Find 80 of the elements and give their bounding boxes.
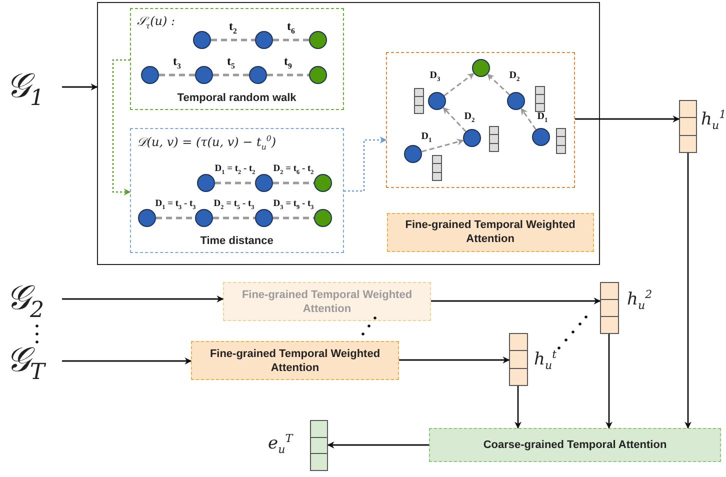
graph-node-circle — [194, 66, 213, 84]
dashed-panel — [386, 52, 575, 188]
graph-node-circle — [428, 92, 446, 110]
graph-symbol: 𝒢$_{T}$ — [6, 340, 62, 384]
arrow — [62, 84, 98, 90]
graph-node-circle — [248, 66, 267, 84]
graph-node-circle — [192, 30, 211, 49]
connector-line — [273, 38, 309, 42]
edge-label: D$_{1}$ — [421, 130, 432, 144]
attention-box: Fine-grained Temporal Weighted Attention — [191, 341, 399, 380]
graph-node-circle — [308, 66, 327, 84]
edge-label: D$_{1}$ = t$_{2}$ - t$_{2}$ — [214, 164, 256, 176]
graph-node-circle — [314, 174, 332, 192]
formula-label: 𝒟(u, v) = (τ(u, v) − t$_{u}$$^{0}$) — [136, 134, 276, 152]
graph-node-circle — [404, 144, 422, 163]
edge-label: D$_{2}$ = t$_{6}$ - t$_{2}$ — [273, 164, 314, 176]
connector-line — [273, 182, 314, 184]
graph-node-circle — [472, 58, 490, 77]
arrow — [684, 153, 692, 429]
dashed-panel — [130, 8, 344, 110]
graph-node-circle — [254, 208, 273, 227]
edge-label: D$_{2}$ — [464, 111, 475, 124]
graph-node-circle — [308, 30, 327, 49]
attention-box: Fine-grained Temporal Weighted Attention — [223, 282, 431, 321]
arrow — [486, 74, 510, 96]
embedding-vector — [679, 100, 697, 153]
graph-node-circle — [196, 174, 215, 192]
arrow — [62, 358, 192, 364]
embedding-vector — [310, 420, 328, 471]
graph-node-circle — [254, 30, 273, 49]
embedding-vector — [509, 333, 528, 386]
module-frame — [97, 2, 600, 265]
connector-line — [159, 74, 195, 76]
graph-node-circle — [140, 66, 159, 84]
arrow — [344, 136, 387, 192]
arrow — [442, 106, 466, 132]
edge-label: t$_{2}$ — [229, 18, 237, 36]
edge-label: t$_{9}$ — [284, 54, 292, 70]
dashed-panel — [130, 128, 344, 253]
graph-node-circle — [138, 208, 156, 227]
arrow — [444, 72, 474, 96]
arrow — [575, 116, 680, 122]
edge-label: t$_{6}$ — [287, 18, 295, 36]
attention-box: Fine-grained Temporal Weighted Attention — [386, 212, 594, 252]
connector-line — [211, 38, 255, 42]
graph-node-circle — [506, 92, 525, 110]
edge-label: D$_{3}$ = t$_{9}$ - t$_{3}$ — [273, 199, 314, 211]
connector-line — [156, 216, 195, 220]
graph-node-circle — [314, 208, 332, 227]
edge-label: t$_{3}$ — [173, 54, 181, 70]
graph-symbol: 𝒢$_{1}$ — [6, 66, 62, 110]
arrow — [112, 59, 131, 196]
edge-label: t$_{5}$ — [227, 54, 235, 70]
connector-line — [213, 216, 255, 220]
arrow — [514, 386, 522, 429]
embedding-vector — [600, 282, 619, 334]
arrow — [399, 356, 510, 364]
connector-line — [273, 216, 314, 220]
edge-label: D$_{1}$ = t$_{3}$ - t$_{3}$ — [155, 199, 196, 211]
arrow — [422, 138, 464, 152]
connector-line — [267, 74, 309, 76]
connector-line — [213, 74, 249, 76]
edge-label: D$_{2}$ — [509, 70, 520, 83]
attention-box: Coarse-grained Temporal Attention — [429, 428, 721, 462]
arrow — [327, 442, 429, 448]
panel-caption: Time distance — [199, 234, 274, 248]
graph-node-circle — [254, 174, 273, 192]
arrow — [431, 298, 601, 304]
formula-label: 𝒮$_{τ}$(u) : — [136, 14, 176, 30]
edge-label: D$_{1}$ — [537, 110, 548, 124]
arrow — [520, 108, 537, 130]
edge-label: D$_{3}$ — [430, 70, 440, 83]
graph-node-circle — [462, 128, 481, 147]
graph-symbol: 𝒢$_{2}$ — [6, 278, 62, 322]
graph-node-circle — [532, 128, 550, 146]
panel-caption: Temporal random walk — [176, 90, 298, 105]
arrow — [62, 296, 224, 302]
edge-label: D$_{2}$ = t$_{5}$ - t$_{3}$ — [214, 199, 254, 211]
arrow — [606, 334, 612, 429]
graph-node-circle — [194, 208, 213, 227]
